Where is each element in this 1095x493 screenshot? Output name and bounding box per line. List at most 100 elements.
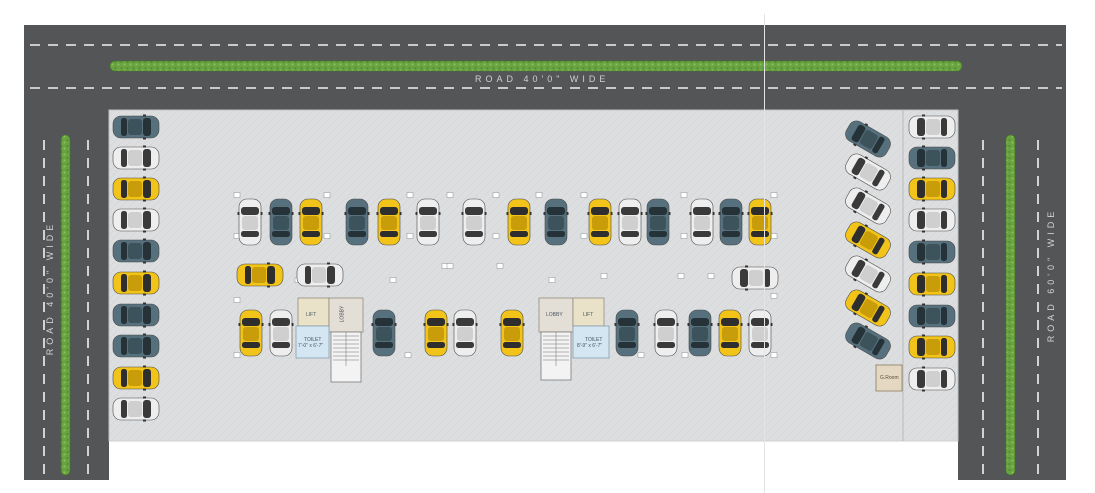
car-middle-top-10 bbox=[617, 198, 643, 246]
guard-room bbox=[875, 364, 903, 392]
car-left-column-9 bbox=[112, 396, 160, 422]
car-middle-top-9 bbox=[587, 198, 613, 246]
car-middle-top-12 bbox=[689, 198, 715, 246]
car-middle-top-0 bbox=[237, 198, 263, 246]
stair-treads-left bbox=[333, 332, 359, 366]
car-middle-top-3 bbox=[344, 198, 370, 246]
column-pillar bbox=[580, 192, 588, 198]
lobby-left-label: LOBBY bbox=[339, 305, 346, 323]
left-road-label: ROAD 40'0" WIDE bbox=[45, 220, 55, 356]
column-pillar bbox=[681, 352, 689, 358]
column-pillar bbox=[492, 192, 500, 198]
car-right-column-8 bbox=[908, 366, 956, 392]
lift-left bbox=[297, 297, 330, 327]
car-middle-top-2 bbox=[298, 198, 324, 246]
car-middle-bottom-left-2 bbox=[371, 309, 397, 357]
car-angled-4 bbox=[845, 255, 891, 293]
top-road-label: ROAD 40'0" WIDE bbox=[475, 74, 610, 84]
car-middle-top-13 bbox=[718, 198, 744, 246]
car-left-column-5 bbox=[112, 270, 160, 296]
car-right-column-7 bbox=[908, 334, 956, 360]
car-middle-top-4 bbox=[376, 198, 402, 246]
column-pillar bbox=[600, 273, 608, 279]
lift-left-label: LIFT bbox=[306, 312, 317, 318]
car-right-column-0 bbox=[908, 114, 956, 140]
column-pillar bbox=[446, 263, 454, 269]
column-pillars bbox=[233, 192, 778, 358]
toilet-left-size: 7'-0" x 6'-7" bbox=[298, 343, 324, 349]
toilet-right bbox=[572, 325, 610, 359]
car-middle-top-11 bbox=[645, 198, 671, 246]
column-pillar bbox=[770, 293, 778, 299]
car-left-column-7 bbox=[112, 333, 160, 359]
car-middle-bottom-left-5 bbox=[499, 309, 525, 357]
lift-right bbox=[572, 297, 605, 327]
column-pillar bbox=[770, 352, 778, 358]
toilet-right-size: 8'-9" x 6'-7" bbox=[577, 343, 603, 349]
right-median bbox=[1005, 134, 1016, 476]
lobby-left bbox=[328, 297, 364, 333]
column-pillar bbox=[580, 233, 588, 239]
car-left-column-4 bbox=[112, 238, 160, 264]
car-angled-2 bbox=[845, 187, 891, 225]
car-left-column-1 bbox=[112, 145, 160, 171]
car-angled-1 bbox=[845, 153, 891, 191]
car-middle-top-5 bbox=[415, 198, 441, 246]
car-middle-top-1 bbox=[268, 198, 294, 246]
column-pillar bbox=[548, 277, 556, 283]
car-left-column-3 bbox=[112, 207, 160, 233]
car-right-column-5 bbox=[908, 271, 956, 297]
column-pillar bbox=[680, 192, 688, 198]
column-pillar bbox=[637, 352, 645, 358]
column-pillar bbox=[406, 233, 414, 239]
car-middle-bottom-right-1 bbox=[653, 309, 679, 357]
left-median bbox=[60, 134, 71, 476]
car-angled-5 bbox=[845, 289, 891, 327]
car-right-column-4 bbox=[908, 239, 956, 265]
car-middle-bottom-left-4 bbox=[452, 309, 478, 357]
car-right-column-1 bbox=[908, 145, 956, 171]
guard-room-label: G.Room bbox=[880, 375, 899, 381]
column-pillar bbox=[496, 263, 504, 269]
toilet-left-label: TOILET bbox=[304, 337, 322, 343]
car-middle-side-right-0 bbox=[731, 265, 779, 291]
car-left-column-6 bbox=[112, 302, 160, 328]
road-network bbox=[24, 25, 1066, 480]
car-middle-bottom-left-3 bbox=[423, 309, 449, 357]
column-pillar bbox=[770, 192, 778, 198]
right-road-label: ROAD 60'0" WIDE bbox=[1046, 207, 1056, 343]
core-left bbox=[295, 297, 364, 383]
car-middle-top-7 bbox=[506, 198, 532, 246]
car-left-column-2 bbox=[112, 176, 160, 202]
core-right bbox=[538, 297, 610, 381]
car-middle-bottom-right-4 bbox=[747, 309, 773, 357]
car-right-column-2 bbox=[908, 176, 956, 202]
column-pillar bbox=[323, 192, 331, 198]
car-middle-side-left-0 bbox=[236, 262, 284, 288]
car-angled-6 bbox=[845, 322, 891, 360]
car-middle-bottom-right-3 bbox=[717, 309, 743, 357]
column-pillar bbox=[492, 233, 500, 239]
car-angled-3 bbox=[845, 221, 891, 259]
parking-lot bbox=[108, 109, 959, 442]
column-pillar bbox=[404, 352, 412, 358]
sheet-fold-line bbox=[764, 14, 765, 493]
car-middle-top-6 bbox=[461, 198, 487, 246]
parked-cars bbox=[112, 114, 956, 422]
car-middle-bottom-right-0 bbox=[614, 309, 640, 357]
column-pillar bbox=[677, 273, 685, 279]
car-right-column-6 bbox=[908, 303, 956, 329]
column-pillar bbox=[535, 192, 543, 198]
top-median bbox=[109, 60, 963, 72]
column-pillar bbox=[680, 233, 688, 239]
car-middle-top-14 bbox=[747, 198, 773, 246]
column-pillar bbox=[770, 233, 778, 239]
toilet-right-label: TOILET bbox=[585, 337, 603, 343]
car-right-column-3 bbox=[908, 207, 956, 233]
column-pillar bbox=[323, 233, 331, 239]
column-pillar bbox=[233, 297, 241, 303]
stair-treads-right bbox=[543, 332, 569, 366]
car-middle-side-left-1 bbox=[296, 262, 344, 288]
car-middle-bottom-left-0 bbox=[238, 309, 264, 357]
